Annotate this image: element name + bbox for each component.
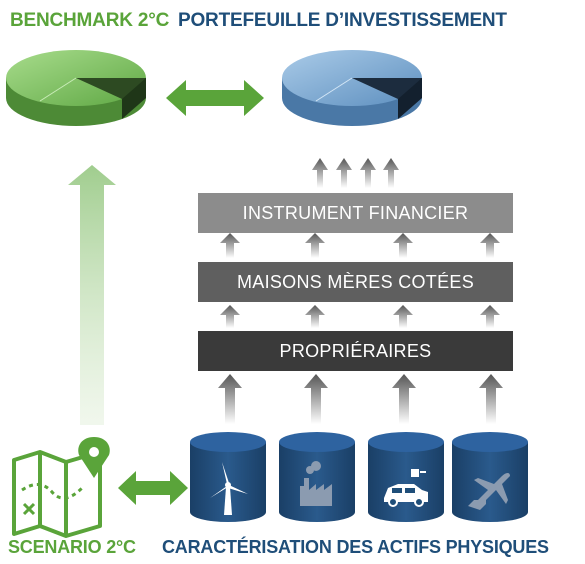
- electric-car-icon: [384, 469, 428, 507]
- asset-cylinder-2: [279, 432, 355, 522]
- asset-cylinder-4: [452, 432, 528, 522]
- factory-icon: [300, 461, 332, 506]
- bottom-up-arrows: [218, 374, 503, 424]
- benchmark-pie-icon: [6, 50, 146, 126]
- portfolio-pie-icon: [282, 50, 422, 126]
- location-pin-icon: [78, 437, 110, 478]
- benchmark-title: BENCHMARK 2°C: [10, 10, 170, 31]
- portfolio-title: PORTEFEUILLE D’INVESTISSEMENT: [178, 10, 507, 31]
- mid-up-arrows-2: [220, 305, 500, 328]
- layer-bar-instrument: INSTRUMENT FINANCIER: [198, 193, 513, 233]
- layer-bar-parents: MAISONS MÈRES COTÉES: [198, 262, 513, 302]
- mid-up-arrows-1: [220, 233, 500, 258]
- airplane-icon: [468, 473, 510, 510]
- big-up-arrow-icon: [68, 165, 116, 425]
- scenario-title: SCENARIO 2°C: [8, 537, 136, 557]
- layer-bar-owners: PROPRIÉRAIRES: [198, 331, 513, 371]
- wind-turbine-icon: [210, 462, 248, 515]
- physical-assets-title: CARACTÉRISATION DES ACTIFS PHYSIQUES: [162, 537, 549, 557]
- asset-cylinder-3: [368, 432, 444, 522]
- top-up-arrows: [312, 158, 399, 188]
- bottom-double-arrow-icon: [118, 471, 188, 505]
- map-pin-icon: [12, 450, 102, 538]
- double-arrow-icon: [166, 80, 264, 116]
